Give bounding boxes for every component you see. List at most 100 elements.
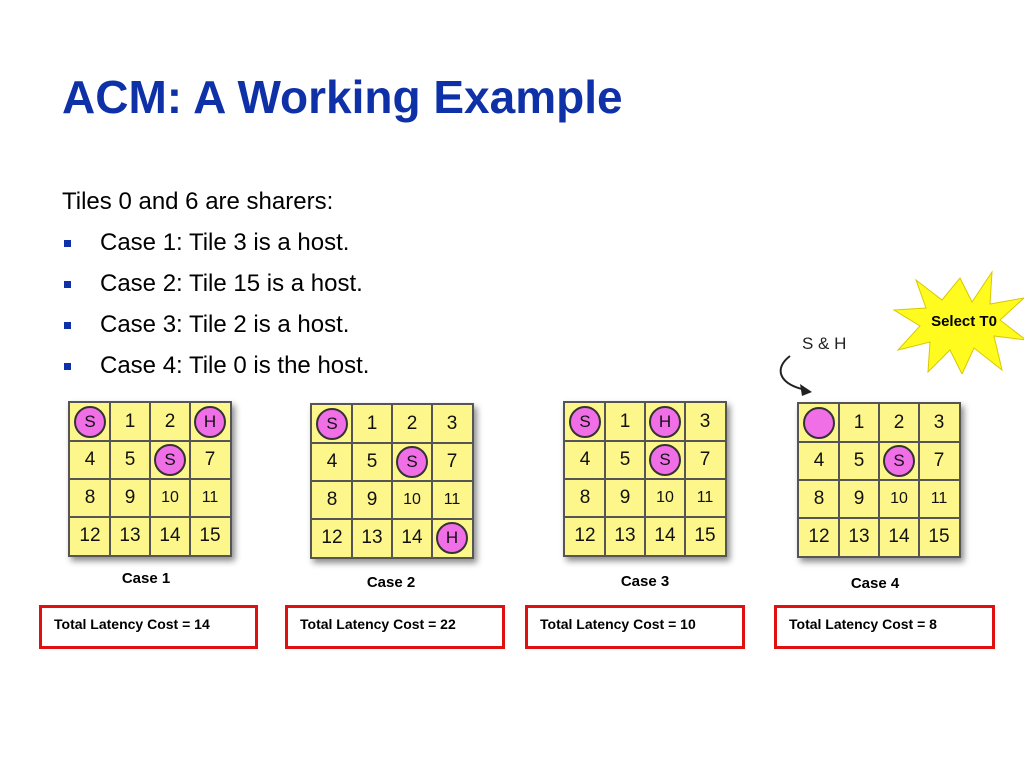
- tile-cell: 4: [326, 451, 338, 472]
- tile-cell: 8: [579, 487, 591, 508]
- case-label: Case 3: [620, 573, 670, 590]
- tile-cell: 5: [619, 449, 631, 470]
- tile-cell: 10: [890, 490, 908, 507]
- tile-cell: 7: [933, 450, 945, 471]
- tile-cell: 8: [84, 487, 96, 508]
- tile-cell: 9: [366, 489, 378, 510]
- tile-cell: 4: [813, 450, 825, 471]
- tile-marker-circle: S: [883, 445, 915, 477]
- tile-cell: 8: [813, 488, 825, 509]
- tile-cell: 2: [164, 411, 176, 432]
- bullet-list: Case 1: Tile 3 is a host. Case 2: Tile 1…: [62, 229, 369, 393]
- tile-cell: 13: [361, 527, 383, 548]
- case-label: Case 4: [850, 575, 900, 592]
- tile-cell: 14: [654, 525, 676, 546]
- bullet-text: Case 4: Tile 0 is the host.: [100, 352, 370, 379]
- tile-marker-circle: S: [649, 444, 681, 476]
- tile-marker-circle: H: [194, 406, 226, 438]
- tile-cell: 11: [443, 491, 461, 508]
- grid-line: [312, 518, 472, 520]
- tile-cell: 14: [159, 525, 181, 546]
- tile-cell: 1: [124, 411, 136, 432]
- tile-cell: 11: [930, 490, 948, 507]
- tile-cell: 15: [928, 526, 950, 547]
- tile-cell: 4: [579, 449, 591, 470]
- sh-label: S & H: [802, 334, 847, 353]
- tile-cell: 10: [403, 491, 421, 508]
- tile-marker-circle: S: [396, 446, 428, 478]
- tile-cell: 12: [574, 525, 596, 546]
- tile-cell: 14: [401, 527, 423, 548]
- bullet-item: Case 4: Tile 0 is the host.: [62, 352, 369, 393]
- tile-cell: 2: [893, 412, 905, 433]
- select-t0-callout: Select T0: [931, 313, 997, 330]
- grid-line: [918, 404, 920, 556]
- tile-marker-circle: H: [649, 406, 681, 438]
- tile-cell: 11: [696, 489, 714, 506]
- square-bullet-icon: [64, 322, 71, 329]
- tile-marker-circle: S: [154, 444, 186, 476]
- tile-cell: 14: [888, 526, 910, 547]
- tile-cell: 3: [933, 412, 945, 433]
- tile-cell: 11: [201, 489, 219, 506]
- tile-cell: 1: [366, 413, 378, 434]
- tile-cell: 10: [656, 489, 674, 506]
- tile-marker-circle: S: [74, 406, 106, 438]
- square-bullet-icon: [64, 363, 71, 370]
- grid-line: [431, 405, 433, 557]
- tile-marker-circle: H: [436, 522, 468, 554]
- latency-cost-box: Total Latency Cost = 10: [525, 605, 745, 649]
- tile-cell: 7: [446, 451, 458, 472]
- square-bullet-icon: [64, 240, 71, 247]
- case-label: Case 2: [366, 574, 416, 591]
- bullet-item: Case 3: Tile 2 is a host.: [62, 311, 369, 352]
- tile-cell: 2: [406, 413, 418, 434]
- bullet-text: Case 2: Tile 15 is a host.: [100, 270, 363, 297]
- tile-cell: 12: [79, 525, 101, 546]
- tile-cell: 9: [619, 487, 631, 508]
- grid-line: [799, 479, 959, 481]
- tile-cell: 3: [699, 411, 711, 432]
- intro-text: Tiles 0 and 6 are sharers:: [62, 188, 334, 215]
- tile-cell: 12: [808, 526, 830, 547]
- tile-cell: 15: [694, 525, 716, 546]
- tile-cell: 4: [84, 449, 96, 470]
- tile-marker-circle: S: [569, 406, 601, 438]
- starburst-icon: [892, 270, 1024, 374]
- grid-line: [565, 516, 725, 518]
- bullet-item: Case 1: Tile 3 is a host.: [62, 229, 369, 270]
- tile-marker-circle: [803, 407, 835, 439]
- tile-cell: 7: [204, 449, 216, 470]
- latency-cost-box: Total Latency Cost = 22: [285, 605, 505, 649]
- curved-arrow-icon: [779, 355, 812, 396]
- tile-cell: 13: [119, 525, 141, 546]
- tile-marker-circle: S: [316, 408, 348, 440]
- tile-cell: 12: [321, 527, 343, 548]
- case-label: Case 1: [121, 570, 171, 587]
- tile-cell: 5: [124, 449, 136, 470]
- tile-cell: 1: [853, 412, 865, 433]
- tile-cell: 8: [326, 489, 338, 510]
- grid-line: [799, 517, 959, 519]
- latency-cost-box: Total Latency Cost = 14: [39, 605, 258, 649]
- tile-cell: 7: [699, 449, 711, 470]
- bullet-text: Case 1: Tile 3 is a host.: [100, 229, 350, 256]
- grid-line: [312, 480, 472, 482]
- bullet-text: Case 3: Tile 2 is a host.: [100, 311, 350, 338]
- tile-cell: 9: [853, 488, 865, 509]
- square-bullet-icon: [64, 281, 71, 288]
- tile-cell: 9: [124, 487, 136, 508]
- grid-line: [189, 403, 191, 555]
- bullet-item: Case 2: Tile 15 is a host.: [62, 270, 369, 311]
- grid-line: [70, 478, 230, 480]
- grid-line: [684, 403, 686, 555]
- slide-title: ACM: A Working Example: [62, 71, 623, 123]
- grid-line: [70, 516, 230, 518]
- tile-cell: 3: [446, 413, 458, 434]
- tile-cell: 13: [614, 525, 636, 546]
- tile-cell: 5: [853, 450, 865, 471]
